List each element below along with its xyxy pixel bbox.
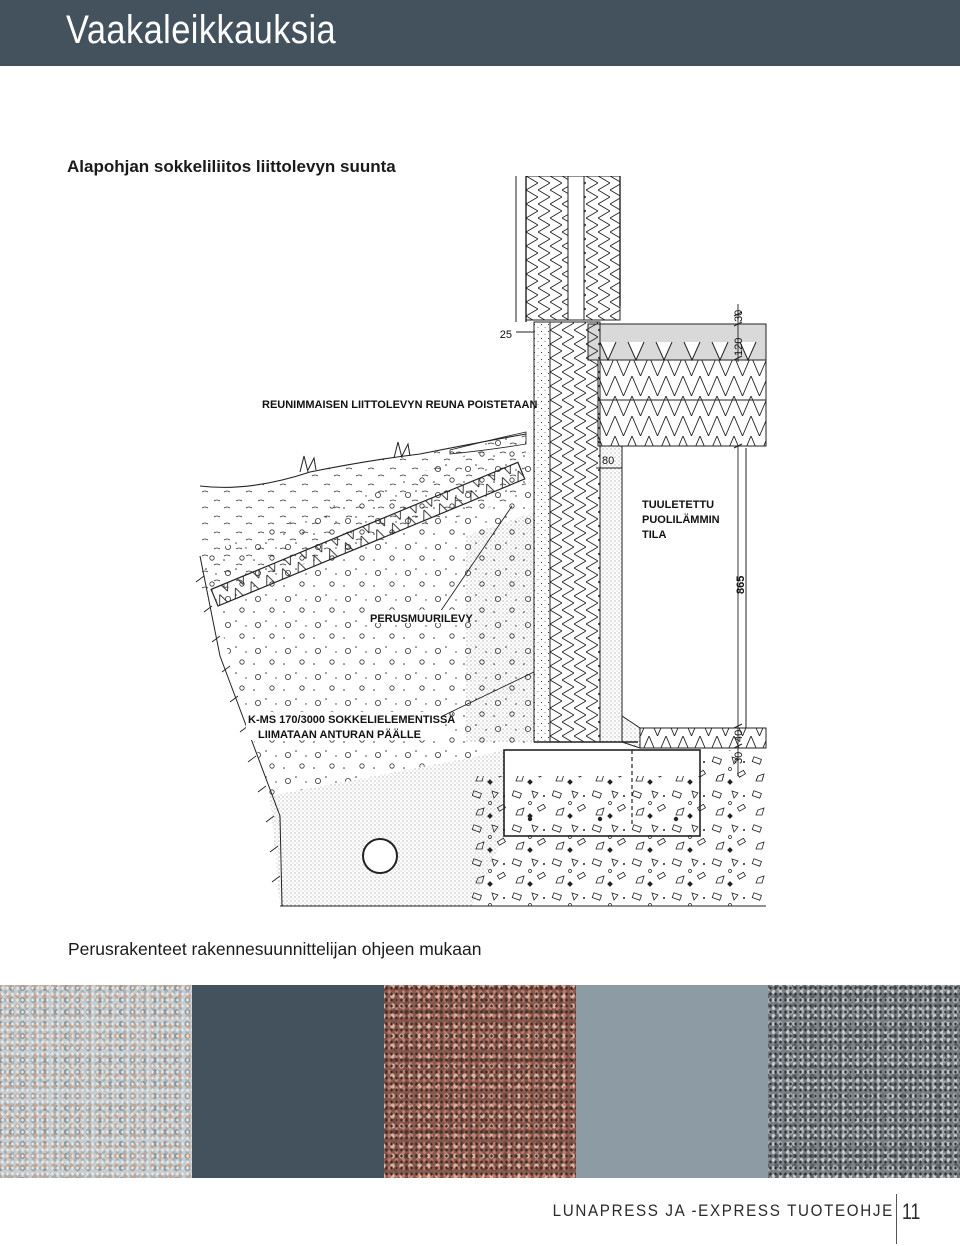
swatch-light-granite <box>0 985 192 1178</box>
label-glue-bg <box>246 712 442 740</box>
color-swatches <box>0 985 960 1178</box>
perimeter-board <box>210 461 526 607</box>
label-board: PERUSMUURILEVY <box>370 613 473 625</box>
label-space-line3: TILA <box>642 529 666 541</box>
leader-board <box>435 505 513 619</box>
drain-pipe <box>362 838 398 874</box>
plinth-element <box>533 321 641 749</box>
footer-brand: LUNAPRESS JA -EXPRESS TUOTEOHJE <box>552 1202 894 1220</box>
swatch-dark-slate <box>192 985 384 1178</box>
crushed-rock-right <box>700 750 766 780</box>
footer-divider <box>896 1194 897 1244</box>
dimension-30-top: 30 <box>733 310 745 322</box>
page-header: Vaakaleikkauksia <box>0 0 960 66</box>
drawing-title: Alapohjan sokkeliliitos liittolevyn suun… <box>67 157 396 176</box>
page-title: Vaakaleikkauksia <box>66 8 337 52</box>
floor-slab <box>587 323 767 447</box>
dimension-25: 25 <box>500 329 512 341</box>
section-drawing: 25 30 120 80 865 40 30 REUNIMMAISEN LIIT… <box>190 175 770 928</box>
dimension-30-bottom: 30 <box>733 752 745 764</box>
swatch-red-granite <box>384 985 576 1178</box>
label-edge-note: REUNIMMAISEN LIITTOLEVYN REUNA POISTETAA… <box>262 399 537 411</box>
leader-glue <box>425 671 535 725</box>
dimension-120: 120 <box>733 338 745 356</box>
label-space-line2: PUOLILÄMMIN <box>642 513 720 526</box>
label-glue-line1: K-MS 170/3000 SOKKELIELEMENTISSÄ <box>248 713 455 726</box>
label-board-bg <box>368 610 466 623</box>
caption: Perusrakenteet rakennesuunnittelijan ohj… <box>68 939 482 959</box>
dimension-80: 80 <box>602 455 614 467</box>
section-drawing-svg: 25 30 120 80 865 40 30 REUNIMMAISEN LIIT… <box>195 175 767 907</box>
swatch-dark-granite <box>768 985 960 1178</box>
label-space-line1: TUULETETTU <box>642 499 714 511</box>
crushed-rock-fill <box>472 776 766 906</box>
dimension-865: 865 <box>735 576 747 594</box>
upper-wall <box>515 175 621 322</box>
label-glue-line2: LIIMATAAN ANTURAN PÄÄLLE <box>258 728 421 741</box>
ground-insulation <box>639 448 767 749</box>
topsoil <box>199 431 527 596</box>
page-number: 11 <box>902 1199 921 1224</box>
dimension-lines <box>516 304 743 776</box>
swatch-grey-blue <box>576 985 768 1178</box>
dimension-40: 40 <box>733 730 745 742</box>
